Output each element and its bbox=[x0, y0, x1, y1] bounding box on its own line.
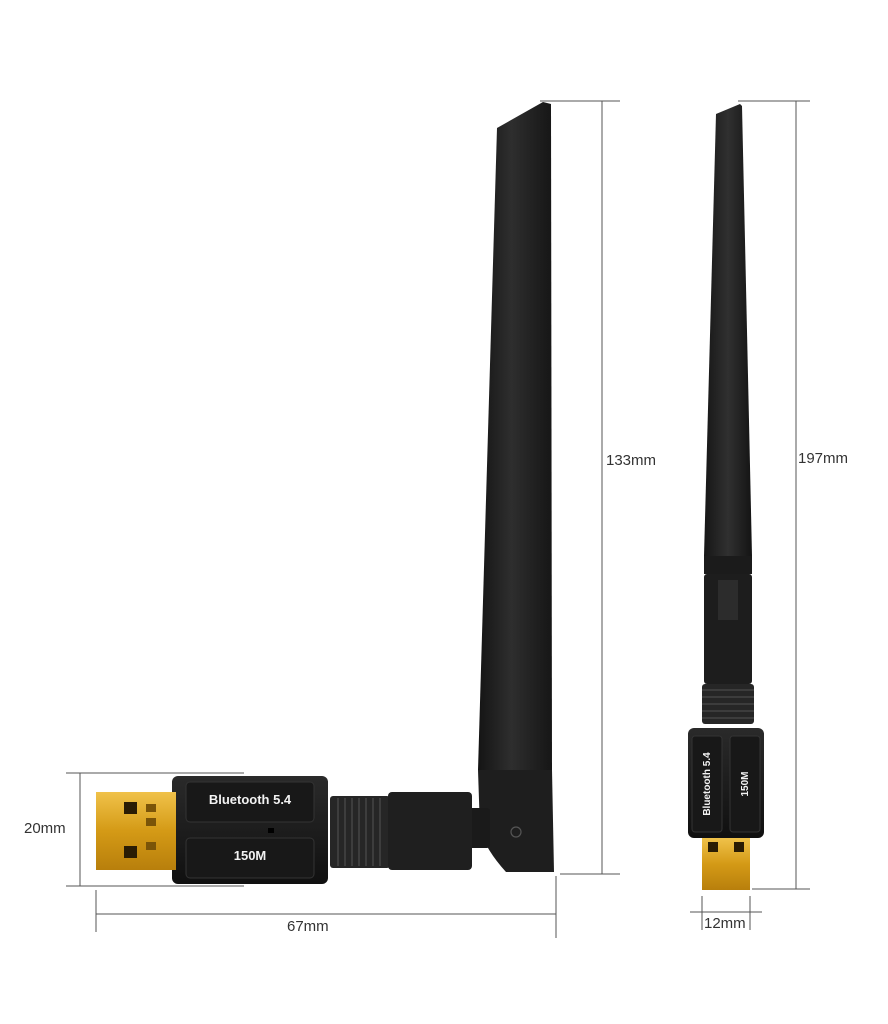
front-view bbox=[96, 102, 554, 884]
side-view bbox=[688, 104, 764, 890]
side-label-bluetooth: Bluetooth 5.4 bbox=[702, 752, 713, 816]
antenna-base bbox=[478, 770, 554, 872]
label-panel-bottom bbox=[185, 837, 315, 879]
label-panel-top bbox=[185, 781, 315, 823]
side-antenna-base bbox=[704, 574, 752, 684]
dimension-lines bbox=[66, 100, 810, 938]
antenna-sleeve bbox=[388, 792, 472, 870]
dim-side-total-height: 197mm bbox=[798, 450, 849, 467]
dim-front-width: 67mm bbox=[287, 918, 329, 935]
side-label-speed: 150M bbox=[740, 771, 751, 796]
label-speed: 150M bbox=[234, 848, 267, 863]
antenna-hinge-dot bbox=[510, 826, 522, 838]
side-antenna-blade bbox=[704, 104, 752, 556]
antenna-hinge bbox=[468, 808, 490, 848]
dim-antenna-height: 133mm bbox=[606, 452, 657, 469]
antenna-blade bbox=[478, 102, 552, 770]
dim-front-height: 20mm bbox=[24, 820, 66, 837]
dim-side-width: 12mm bbox=[704, 915, 746, 932]
label-bluetooth: Bluetooth 5.4 bbox=[209, 792, 292, 807]
